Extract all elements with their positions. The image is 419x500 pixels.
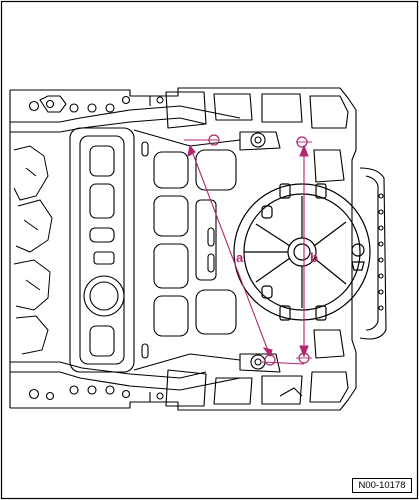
rear-bumper-arc [359,167,387,340]
figure-reference-code: N00-10178 [352,478,412,493]
bottom-hole-row [28,385,164,401]
dimension-label-a: a [236,250,244,265]
mid-floor-panels [141,141,237,359]
dimension-a [184,139,305,365]
dimension-b [296,141,312,359]
crossmember [69,127,241,373]
left-floor-detail [13,145,53,355]
top-hole-row [28,95,164,113]
lower-rail [10,361,241,402]
rear-lower-boxes [165,329,349,407]
rear-upper-boxes [165,91,349,183]
dimension-label-b: b [310,250,318,265]
upper-rail [10,95,241,133]
spare-wheel-well [233,183,371,321]
